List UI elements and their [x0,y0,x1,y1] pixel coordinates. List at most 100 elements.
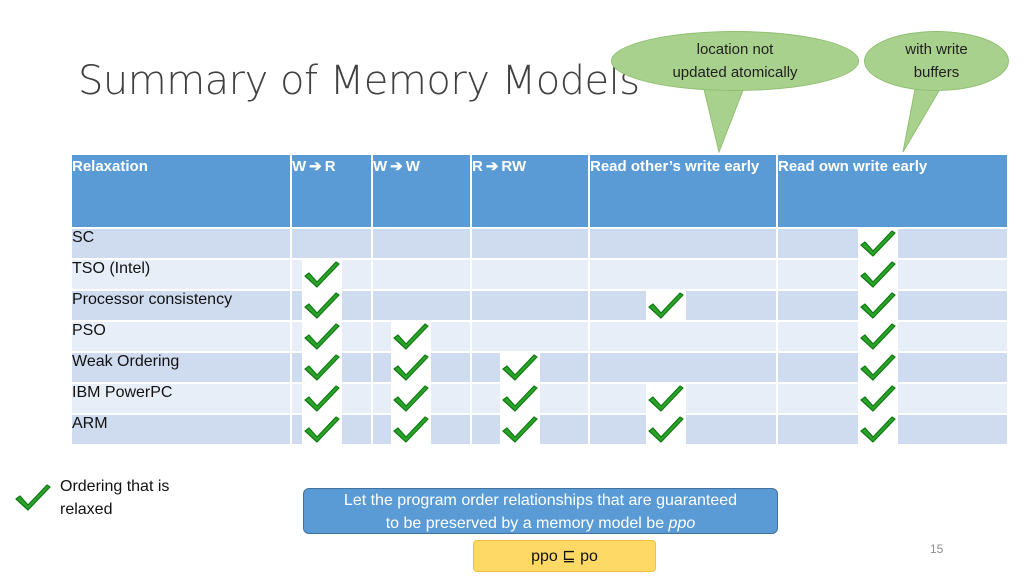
table-cell [588,320,778,353]
check-icon [858,229,898,260]
page-number: 15 [930,542,944,556]
table-cell [776,413,1009,446]
header-w-to-r: W➔R [290,153,373,229]
table-cell [588,413,778,446]
table-cell [371,289,472,322]
callout-atomic-tail [702,84,746,154]
table-cell [588,351,778,384]
table-cell [470,351,590,384]
check-icon [391,353,431,384]
table-cell [776,258,1009,291]
check-icon [858,415,898,446]
row-model-name: TSO (Intel) [70,258,292,291]
legend-check-icon [15,484,51,511]
note-line2: to be preserved by a memory model be ppo [385,515,696,532]
table-cell [470,227,590,260]
callout-buffers: with write buffers [864,31,1009,91]
check-icon [302,353,342,384]
table-cell [290,289,373,322]
legend-text: Ordering that is relaxed [60,478,170,518]
table-cell [470,289,590,322]
check-icon [302,415,342,446]
check-icon [858,260,898,291]
row-model-name: ARM [70,413,292,446]
callout-atomic-line2: updated atomically [672,64,798,81]
header-r-to-rw: R➔RW [470,153,590,229]
check-icon [858,353,898,384]
table-cell [776,382,1009,415]
check-icon [858,384,898,415]
check-icon [302,260,342,291]
table-cell [371,258,472,291]
right-arrow-icon: ➔ [309,158,322,175]
table-cell [371,320,472,353]
table-cell [470,382,590,415]
header-relaxation: Relaxation [70,153,292,229]
table-cell [470,258,590,291]
table-cell [776,320,1009,353]
row-model-name: Weak Ordering [70,351,292,384]
header-read-others-write-early: Read other’s write early [588,153,778,229]
check-icon [858,322,898,353]
ppo-formula: ppo ⊑ po [473,540,656,572]
check-icon [391,415,431,446]
check-icon [500,353,540,384]
check-icon [302,384,342,415]
check-icon [646,384,686,415]
table-cell [776,289,1009,322]
note-line1: Let the program order relationships that… [343,492,738,509]
note-emphasis: ppo [668,515,696,532]
table-cell [588,289,778,322]
right-arrow-icon: ➔ [390,158,403,175]
table-row: PSO [70,320,1009,353]
check-icon [858,291,898,322]
table-row: TSO (Intel) [70,258,1009,291]
row-model-name: Processor consistency [70,289,292,322]
row-model-name: IBM PowerPC [70,382,292,415]
memory-models-table: Relaxation W➔R W➔W R➔RW Read other’s wri… [70,153,1009,446]
callout-atomic: location not updated atomically [611,31,859,91]
check-icon [500,384,540,415]
table-cell [290,258,373,291]
check-icon [391,322,431,353]
table-cell [776,351,1009,384]
right-arrow-icon: ➔ [485,158,499,175]
table-cell [290,227,373,260]
callout-buffers-line2: buffers [913,64,960,81]
table-cell [290,351,373,384]
table-row: Weak Ordering [70,351,1009,384]
table-cell [776,227,1009,260]
table-row: ARM [70,413,1009,446]
table-row: SC [70,227,1009,260]
page-title: Summary of Memory Models [78,58,640,104]
header-w-to-w: W➔W [371,153,472,229]
callout-buffers-line1: with write [905,41,968,58]
table-cell [470,413,590,446]
table-cell [588,258,778,291]
check-icon [302,291,342,322]
row-model-name: SC [70,227,292,260]
table-header-row: Relaxation W➔R W➔W R➔RW Read other’s wri… [70,153,1009,229]
header-read-own-write-early: Read own write early [776,153,1009,229]
table-row: Processor consistency [70,289,1009,322]
check-icon [646,291,686,322]
table-cell [290,413,373,446]
table-cell [371,351,472,384]
check-icon [302,322,342,353]
table-cell [371,413,472,446]
ppo-definition-note: Let the program order relationships that… [303,488,778,534]
table-cell [290,320,373,353]
table-cell [588,382,778,415]
callout-buffers-tail [902,83,944,153]
table-cell [470,320,590,353]
table-cell [588,227,778,260]
callout-atomic-line1: location not [696,41,774,58]
table-cell [371,227,472,260]
table-row: IBM PowerPC [70,382,1009,415]
check-icon [500,415,540,446]
row-model-name: PSO [70,320,292,353]
check-icon [646,415,686,446]
check-icon [391,384,431,415]
table-cell [290,382,373,415]
table-cell [371,382,472,415]
